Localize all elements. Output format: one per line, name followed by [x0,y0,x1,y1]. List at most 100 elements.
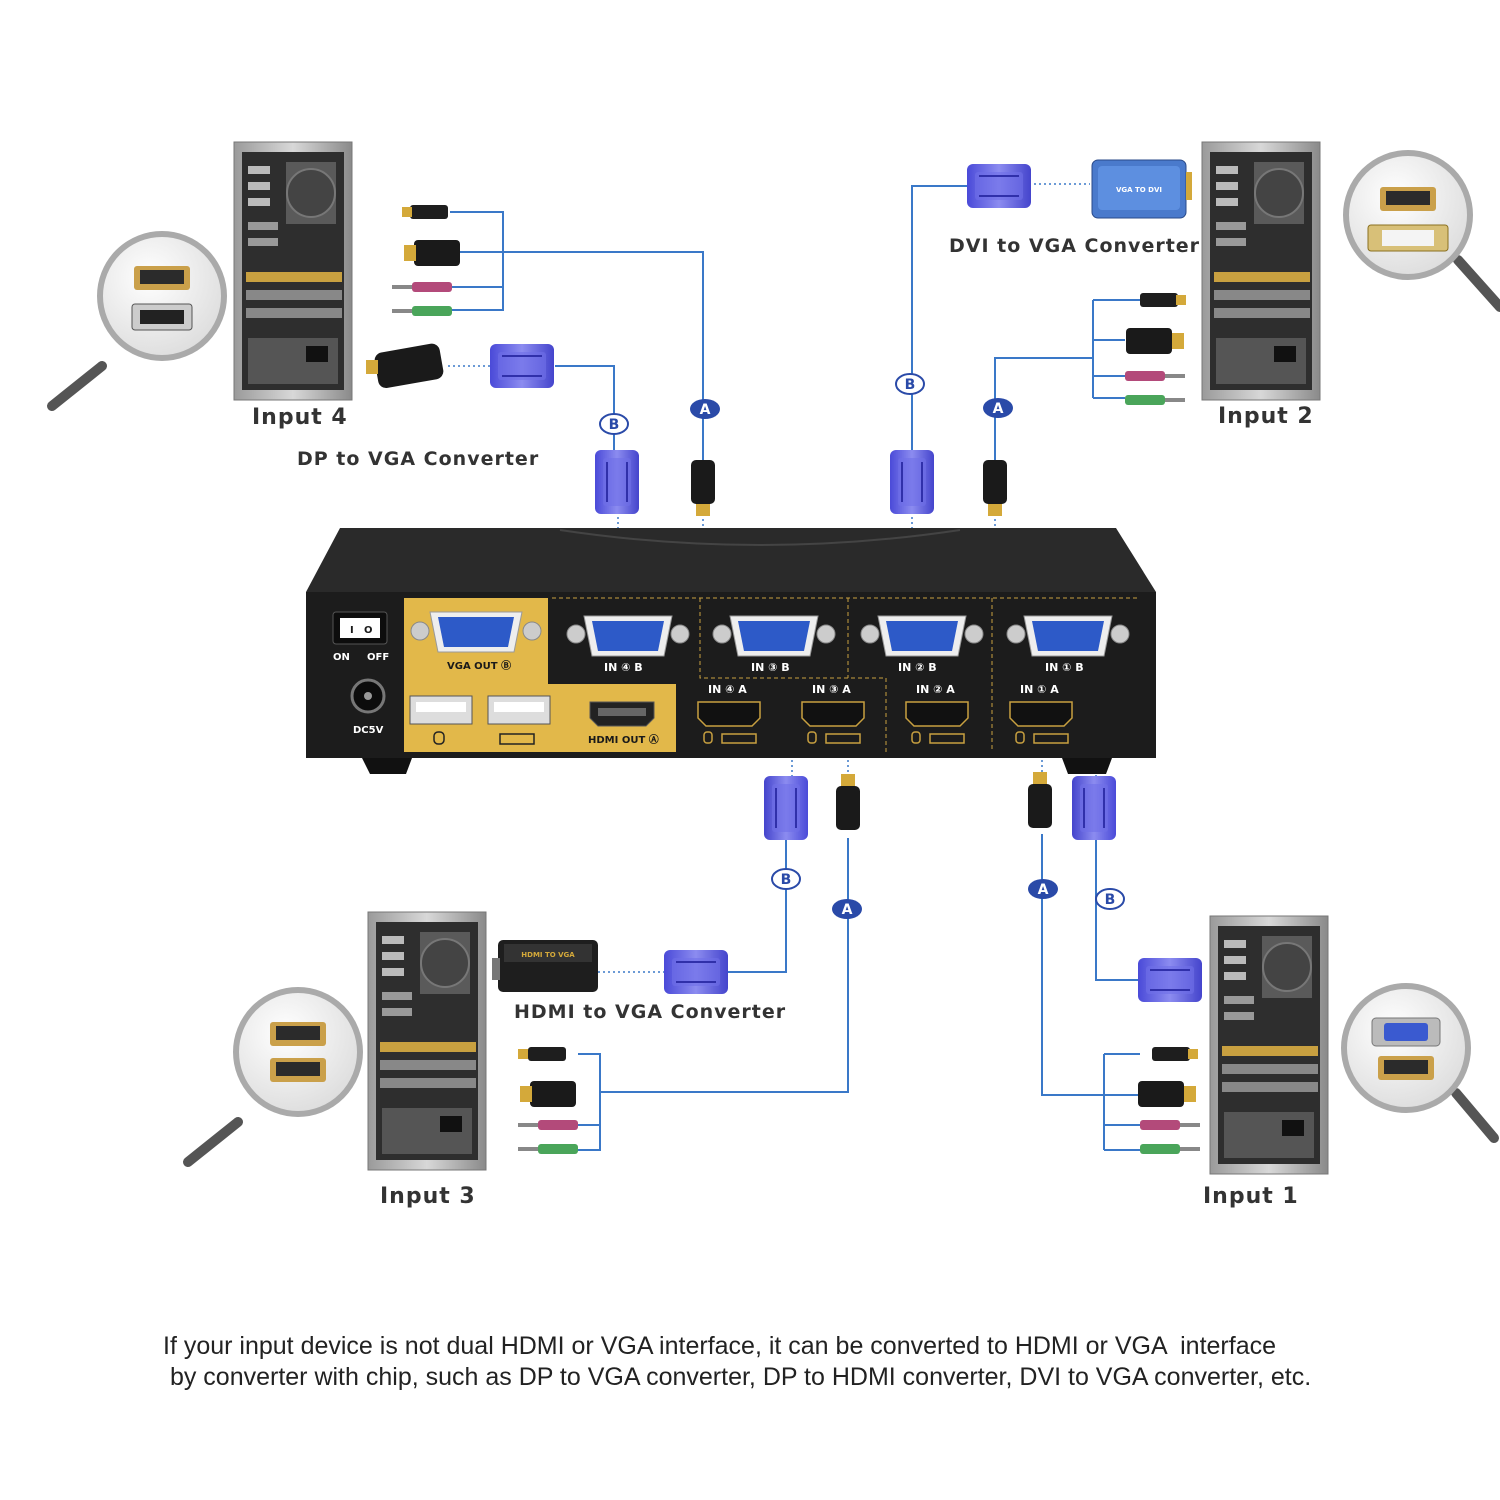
badge-a-input4: A [690,399,720,419]
in4-mouse-icon [703,731,713,744]
input3-label: Input 3 [380,1184,476,1209]
input2-usb-plug-icon [1140,293,1186,307]
caption-line-1: If your input device is not dual HDMI or… [163,1332,1277,1360]
input4-audio-plugs-icon [392,282,452,316]
svg-text:B: B [1105,892,1116,908]
keyboard-icon [499,733,535,745]
svg-text:A: A [700,402,711,418]
in3-hdmi-plug-icon [836,774,860,830]
input4-usb-plug-icon [402,205,448,219]
svg-text:B: B [609,417,620,433]
in2-keyboard-icon [929,733,965,744]
in1a-label: IN ① A [1020,683,1059,696]
dvi-to-vga-converter-label: DVI to VGA Converter [949,235,1201,257]
input2-pc-tower [1201,141,1321,401]
input4-pc-tower [233,141,353,401]
in2-mouse-icon [911,731,921,744]
input3-audio-plugs-icon [518,1120,578,1154]
input4-group [52,141,555,406]
in4b-label: IN ④ B [604,661,643,674]
mouse-icon [433,731,445,745]
input4-port-magnifier-icon [52,234,224,406]
input1-port-magnifier-icon [1341,983,1499,1143]
svg-text:A: A [1038,882,1049,898]
input2-label: Input 2 [1218,404,1314,429]
in2-hdmi-plug-icon [983,460,1007,516]
in3-mouse-icon [807,731,817,744]
dp-to-vga-converter-label: DP to VGA Converter [297,448,540,470]
svg-text:O: O [364,625,373,636]
input3-usb-plug-icon [518,1047,566,1061]
in2-vga-plug-icon [889,449,935,515]
in2b-label: IN ② B [898,661,937,674]
input4-label: Input 4 [252,405,348,430]
kvm-switch: I O ON OFF DC5V VGA OUT Ⓑ HDMI OUT Ⓐ [306,528,1156,774]
in4a-label: IN ④ A [708,683,747,696]
vga-out-label: VGA OUT Ⓑ [447,659,511,672]
in3-hdmi-port[interactable] [801,701,865,727]
input1-audio-plugs-icon [1140,1120,1200,1154]
input1-group [1137,915,1499,1175]
dc-label: DC5V [353,725,384,736]
svg-text:A: A [842,902,853,918]
power-off-label: OFF [367,652,389,663]
badge-b-input1: B [1095,888,1125,910]
dp-to-vga-adapter-icon [366,343,444,389]
hdmi-out-label: HDMI OUT Ⓐ [588,733,659,746]
in1-keyboard-icon [1033,733,1069,744]
input2-audio-plugs-icon [1125,371,1185,405]
input2-hdmi-plug-icon [1126,328,1184,354]
in1b-label: IN ① B [1045,661,1084,674]
in3-vga-plug-icon [763,775,809,841]
badge-b-input3: B [771,868,801,890]
in2-vga-port[interactable] [860,615,984,657]
in4-vga-plug-icon [594,449,640,515]
power-on-label: ON [333,652,350,663]
vga-out-port[interactable] [410,611,542,653]
badge-a-input1: A [1028,879,1058,899]
svg-text:B: B [781,872,792,888]
svg-text:I: I [350,625,354,636]
in2a-label: IN ② A [916,683,955,696]
in3b-label: IN ③ B [751,661,790,674]
input1-label: Input 1 [1203,1184,1299,1209]
hdmi-to-vga-converter-box: HDMI TO VGA [492,940,598,992]
in1-mouse-icon [1015,731,1025,744]
input1-vga-plug-icon [1137,957,1203,1003]
in4-hdmi-port[interactable] [697,701,761,727]
svg-text:HDMI TO VGA: HDMI TO VGA [521,951,575,959]
badge-b-input4: B [599,413,629,435]
hdmi-to-vga-converter-label: HDMI to VGA Converter [514,1001,787,1023]
in4-hdmi-plug-icon [691,460,715,516]
in1-vga-plug-icon [1071,775,1117,841]
in3a-label: IN ③ A [812,683,851,696]
input3-port-magnifier-icon [188,990,360,1162]
in3-vga-port[interactable] [712,615,836,657]
badge-a-input3: A [832,899,862,919]
badge-b-input2: B [895,373,925,395]
in4-keyboard-icon [721,733,757,744]
input2-port-magnifier-icon [1343,150,1500,312]
switch-top-panel [306,528,1156,592]
badge-a-input2: A [983,398,1013,418]
svg-text:A: A [993,401,1004,417]
input1-hdmi-plug-icon [1138,1081,1196,1107]
svg-text:VGA TO DVI: VGA TO DVI [1116,186,1162,194]
input1-pc-tower [1209,915,1329,1175]
in1-hdmi-plug-icon [1028,772,1052,828]
input3-pc-tower [367,911,487,1171]
input3-vga-plug-icon [663,949,729,995]
dvi-to-vga-converter-box: VGA TO DVI [1091,159,1192,219]
in4-vga-port[interactable] [566,615,690,657]
input4-vga-plug-icon [489,343,555,389]
input3-group: HDMI TO VGA [188,911,729,1171]
input3-hdmi-plug-icon [520,1081,576,1107]
in2-hdmi-port[interactable] [905,701,969,727]
in1-vga-port[interactable] [1006,615,1130,657]
in1-hdmi-port[interactable] [1009,701,1073,727]
switch-foot-left [362,758,412,774]
in3-keyboard-icon [825,733,861,744]
input1-usb-plug-icon [1152,1047,1198,1061]
switch-foot-right [1062,758,1112,774]
